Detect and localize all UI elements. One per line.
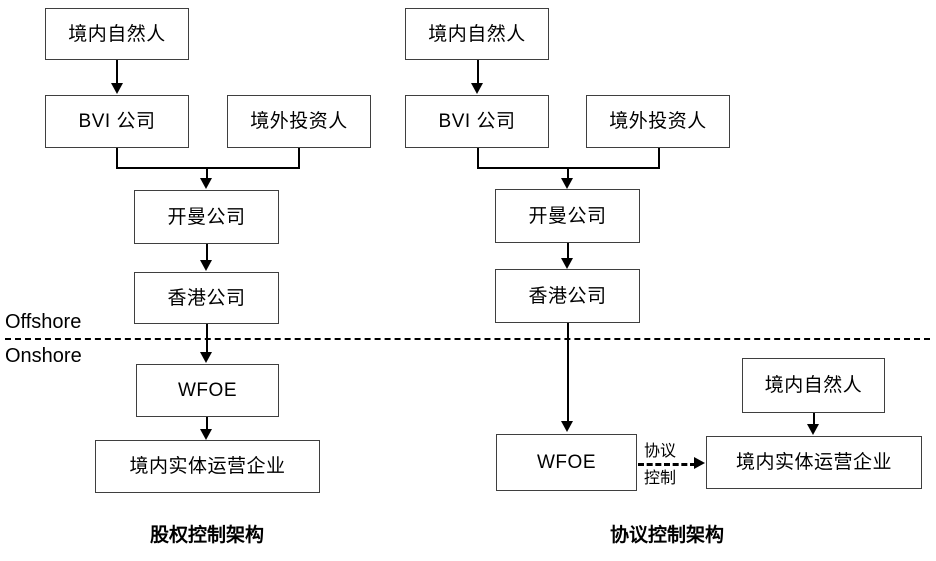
left-edge-merge-bar	[116, 167, 300, 169]
left-node-cayman-company: 开曼公司	[134, 190, 279, 244]
right-node-cayman-company: 开曼公司	[495, 189, 640, 243]
left-edge-bvi-drop	[116, 148, 118, 168]
left-edge-hk-to-wfoe-line	[206, 324, 208, 354]
left-node-wfoe: WFOE	[136, 364, 279, 417]
right-edge-agreement-control-arrowhead	[694, 457, 705, 469]
left-edge-cayman-to-hk-line	[206, 244, 208, 262]
right-edge-label-agreement-line1: 协议	[644, 441, 677, 460]
right-node-hongkong-company: 香港公司	[495, 269, 640, 323]
right-edge-individual2-to-entity-line	[813, 413, 815, 425]
left-node-offshore-investor: 境外投资人	[227, 95, 371, 148]
right-node-operating-entity: 境内实体运营企业	[706, 436, 922, 489]
right-edge-individual2-to-entity-arrowhead	[807, 424, 819, 435]
right-edge-hk-to-wfoe-line	[567, 323, 569, 423]
left-node-bvi-company: BVI 公司	[45, 95, 189, 148]
right-edge-hk-to-wfoe-arrowhead	[561, 421, 573, 432]
zone-label-offshore: Offshore	[5, 311, 82, 333]
right-edge-merge-to-cayman-arrowhead	[561, 178, 573, 189]
right-node-bvi-company: BVI 公司	[405, 95, 549, 148]
left-node-operating-entity: 境内实体运营企业	[95, 440, 320, 493]
left-node-hongkong-company: 香港公司	[134, 272, 279, 324]
right-edge-label-agreement-line2: 控制	[644, 468, 677, 487]
right-node-wfoe: WFOE	[496, 434, 637, 491]
right-node-domestic-individual-2: 境内自然人	[742, 358, 885, 413]
left-diagram-caption: 股权控制架构	[149, 524, 264, 546]
right-node-domestic-individual: 境内自然人	[405, 8, 549, 60]
right-edge-individual-to-bvi-arrowhead	[471, 83, 483, 94]
offshore-onshore-divider	[5, 338, 930, 340]
left-edge-hk-to-wfoe-arrowhead	[200, 352, 212, 363]
left-edge-cayman-to-hk-arrowhead	[200, 260, 212, 271]
left-edge-wfoe-to-entity-line	[206, 417, 208, 431]
right-edge-merge-to-cayman-line	[567, 167, 569, 180]
right-node-offshore-investor: 境外投资人	[586, 95, 730, 148]
left-edge-investor-drop	[298, 148, 300, 168]
right-diagram-caption: 协议控制架构	[609, 524, 724, 546]
right-edge-investor-drop	[658, 148, 660, 168]
right-edge-agreement-control-dashed-line	[638, 463, 696, 466]
zone-label-onshore: Onshore	[5, 345, 82, 367]
left-edge-individual-to-bvi-line	[116, 60, 118, 84]
right-edge-cayman-to-hk-arrowhead	[561, 258, 573, 269]
right-edge-bvi-drop	[477, 148, 479, 168]
left-edge-individual-to-bvi-arrowhead	[111, 83, 123, 94]
right-edge-cayman-to-hk-line	[567, 243, 569, 260]
left-edge-merge-to-cayman-arrowhead	[200, 178, 212, 189]
right-edge-individual-to-bvi-line	[477, 60, 479, 84]
left-node-domestic-individual: 境内自然人	[45, 8, 189, 60]
left-edge-merge-to-cayman-line	[206, 167, 208, 180]
left-edge-wfoe-to-entity-arrowhead	[200, 429, 212, 440]
